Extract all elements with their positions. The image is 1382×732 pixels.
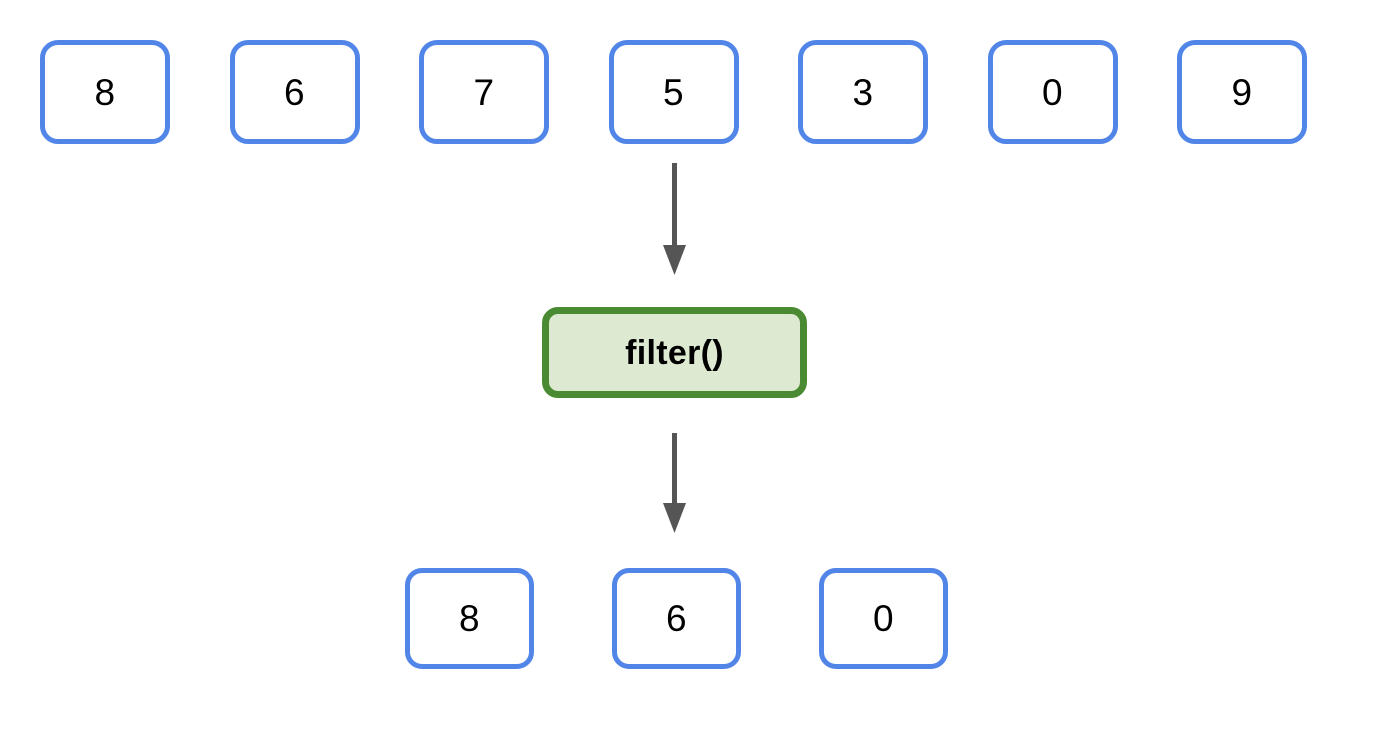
output-value-box[interactable]: 0 (819, 568, 948, 669)
output-value-label: 8 (458, 598, 481, 639)
input-value-label: 6 (283, 71, 306, 113)
input-sequence-row: 8 6 7 5 3 0 9 (40, 40, 1307, 144)
input-value-box[interactable]: 3 (798, 40, 928, 144)
input-value-label: 0 (1041, 71, 1064, 113)
output-value-label: 6 (665, 598, 688, 639)
input-value-label: 9 (1231, 71, 1253, 113)
input-value-box[interactable]: 8 (40, 40, 170, 144)
filter-operation-node[interactable]: filter() (542, 307, 807, 398)
input-value-label: 8 (94, 71, 116, 113)
input-value-box[interactable]: 7 (419, 40, 549, 144)
input-value-label: 5 (662, 71, 685, 113)
input-value-box[interactable]: 9 (1177, 40, 1307, 144)
output-value-box[interactable]: 8 (405, 568, 534, 669)
input-value-box[interactable]: 0 (987, 40, 1118, 144)
filter-operation-label: filter() (625, 333, 724, 372)
output-value-label: 0 (872, 598, 895, 639)
input-value-box[interactable]: 5 (608, 40, 739, 144)
input-value-label: 3 (852, 71, 874, 113)
output-sequence-row: 8 6 0 (405, 568, 948, 669)
input-value-label: 7 (473, 71, 495, 113)
input-value-box[interactable]: 6 (229, 40, 360, 144)
output-value-box[interactable]: 6 (612, 568, 741, 669)
